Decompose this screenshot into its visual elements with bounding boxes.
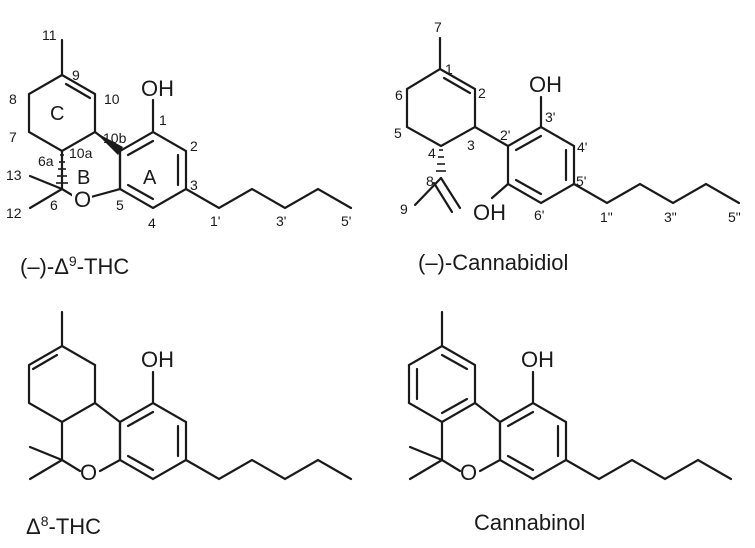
cbd-locant-1: 1 — [445, 61, 453, 77]
cbn-methyl-a-bond — [408, 445, 444, 462]
thc9-oxygen-label: O — [74, 187, 91, 212]
thc8-caption: Δ8-THC — [26, 513, 101, 539]
cbd-locant-5dblprime: 5" — [728, 209, 741, 225]
thc9-pentyl-chain — [184, 187, 353, 210]
cbn-pentyl-chain — [564, 458, 733, 481]
thc8-ring-a-inner-1 — [126, 410, 155, 428]
cbd-locant-2prime: 2' — [500, 127, 510, 143]
thc9-locant-11: 11 — [42, 27, 57, 43]
molecule-cannabidiol: OH OH 7 1 2 6 5 3 2' 3' 4' 4 8 9 6' 5' 1… — [394, 19, 741, 275]
cbn-hydroxyl-label: OH — [521, 347, 554, 372]
thc9-methyl-13-bond — [28, 174, 64, 191]
cbd-locant-3prime: 3' — [545, 109, 555, 125]
cbn-oxygen-label: O — [460, 460, 477, 485]
cbd-locant-5: 5 — [394, 125, 402, 141]
thc8-double-bond-8-9 — [31, 353, 59, 371]
cbn-ring-c-bonds — [407, 344, 477, 424]
thc9-locant-10: 10 — [104, 91, 120, 107]
thc9-locant-13: 13 — [6, 167, 22, 183]
thc8-oxygen-label: O — [80, 460, 97, 485]
thc9-locant-2: 2 — [190, 138, 198, 154]
cbn-ring-c-inner-1 — [440, 353, 469, 371]
thc9-locant-5prime: 5' — [341, 213, 351, 229]
thc9-ring-a-inner-3 — [126, 183, 155, 201]
cbd-hashed-bond-4 — [436, 149, 446, 172]
thc8-methyl-a-bond — [28, 445, 64, 462]
cbn-ring-a-inner-3 — [506, 454, 535, 472]
thc8-pentyl-chain — [184, 458, 353, 481]
thc9-locant-3: 3 — [190, 177, 198, 193]
cbn-ring-a-bonds — [498, 401, 568, 481]
thc9-hashed-bond-6a — [56, 154, 68, 184]
thc9-locant-1prime: 1' — [210, 213, 220, 229]
thc9-ring-a-inner-1 — [126, 139, 155, 157]
cbd-double-bond-1-2 — [442, 76, 472, 95]
cbd-locant-8: 8 — [426, 173, 434, 189]
cbd-pentyl-chain — [572, 182, 741, 205]
thc9-ring-a-label: A — [143, 167, 157, 189]
cbd-isopropenyl-methyl-bond — [413, 176, 443, 207]
thc8-hydroxyl-label: OH — [141, 347, 174, 372]
thc9-locant-6: 6 — [50, 197, 58, 213]
cbd-locant-4: 4 — [428, 145, 436, 161]
cbd-locant-3: 3 — [467, 137, 475, 153]
thc8-ring-a-inner-3 — [126, 454, 155, 472]
cbd-locant-6: 6 — [395, 87, 403, 103]
cbn-caption: Cannabinol — [474, 510, 585, 535]
thc8-ring-c-bonds — [27, 344, 97, 424]
cbn-ring-c-inner-3 — [440, 397, 469, 415]
thc8-methyl-b-bond — [28, 458, 64, 481]
thc9-ring-c-label: C — [50, 103, 64, 125]
cbd-locant-3dblprime: 3" — [664, 209, 677, 225]
cbd-aromatic-inner-1 — [514, 134, 543, 152]
thc9-locant-4: 4 — [148, 215, 156, 231]
cbd-locant-6prime: 6' — [534, 207, 544, 223]
cbn-methyl-b-bond — [408, 458, 444, 481]
thc9-locant-7: 7 — [9, 129, 17, 145]
thc9-hydroxyl-label: OH — [141, 76, 174, 101]
cbd-isopropenyl-double-2 — [432, 181, 454, 214]
cbd-isopropenyl-double-1 — [439, 176, 462, 210]
thc9-locant-1: 1 — [159, 112, 167, 128]
cbd-locant-4prime: 4' — [577, 139, 587, 155]
thc9-locant-9: 9 — [72, 67, 80, 83]
thc9-locant-10b: 10b — [103, 130, 127, 146]
thc9-ring-b-label: B — [77, 167, 90, 189]
thc9-wedge-10a-10b — [95, 132, 123, 155]
thc9-locant-6a: 6a — [38, 153, 54, 169]
thc9-locant-5: 5 — [116, 197, 124, 213]
cbd-hydroxyl-bottom-label: OH — [473, 200, 506, 225]
cbd-cyclohexene-bonds — [405, 67, 477, 148]
cbd-aromatic-inner-3 — [514, 178, 543, 196]
thc9-methyl-12-bond — [28, 187, 64, 210]
cbd-locant-1dblprime: 1" — [600, 209, 613, 225]
thc9-locant-10a: 10a — [69, 145, 93, 161]
thc8-ring-a-bonds — [118, 401, 188, 481]
cbd-locant-9: 9 — [400, 201, 408, 217]
thc9-locant-8: 8 — [9, 91, 17, 107]
cbd-ring-link-bond — [473, 125, 510, 148]
cbd-caption: (–)-Cannabidiol — [418, 250, 568, 275]
cbd-hydroxyl-top-label: OH — [529, 72, 562, 97]
cbd-locant-2: 2 — [478, 85, 486, 101]
thc9-locant-3prime: 3' — [276, 213, 286, 229]
cbd-locant-5prime: 5' — [576, 173, 586, 189]
thc9-caption: (–)-Δ9-THC — [20, 253, 129, 279]
cbd-locant-7: 7 — [434, 19, 442, 35]
cbd-oh-bottom-bond — [490, 182, 510, 200]
cbd-aromatic-ring-bonds — [506, 125, 576, 205]
molecule-delta8-thc: OH O Δ8-THC — [26, 310, 353, 539]
molecule-cannabinol: OH O Cannabinol — [407, 310, 733, 535]
thc9-double-bond-9-10 — [64, 82, 92, 100]
thc9-locant-12: 12 — [6, 205, 22, 221]
molecule-delta9-thc: OH O C B A 11 9 10 8 7 1 2 10b 10a 6a 3 … — [6, 27, 353, 279]
cbn-ring-a-inner-1 — [506, 410, 535, 428]
